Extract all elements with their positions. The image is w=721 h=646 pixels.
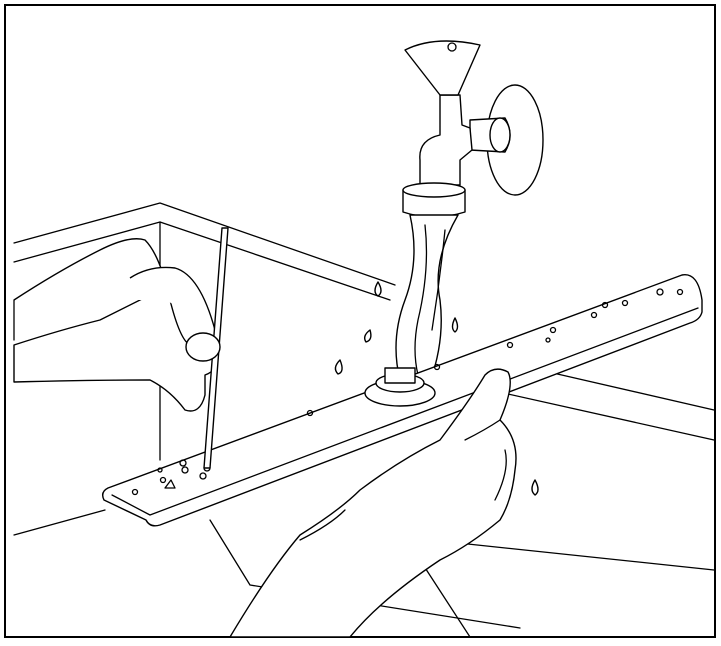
left-hand-with-pick [13,227,229,469]
dishwasher-tub-lines [13,202,715,638]
water-tap [402,40,544,218]
water-stream [334,214,539,496]
right-hand [229,368,517,638]
spray-nozzles [131,288,684,496]
spray-arm [101,274,703,527]
frame-border [4,4,716,638]
tap-handle [404,40,481,96]
